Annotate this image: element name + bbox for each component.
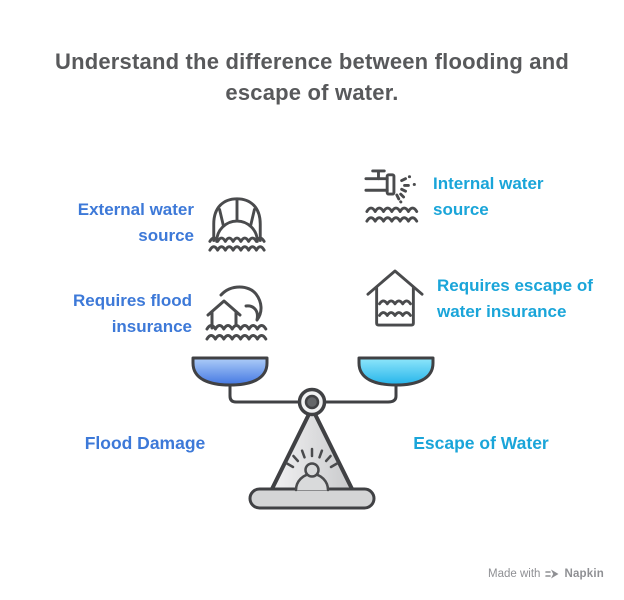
scale-gauge: [285, 447, 339, 492]
page-title: Understand the difference between floodi…: [54, 49, 570, 105]
brand-text: Napkin: [564, 568, 604, 580]
leaking-pipe-icon: [364, 169, 419, 223]
flooded-house-icon: [366, 269, 424, 327]
napkin-credit-link[interactable]: Made with Napkin: [488, 568, 604, 580]
list-item-requires-escape-of-water-insurance: Requires escape of water insurance: [366, 260, 604, 338]
list-item-internal-water-source: Internal water source: [364, 166, 600, 228]
item-label: External water source: [77, 200, 194, 245]
flood-wave-house-icon: [205, 285, 268, 341]
item-label: Requires escape of water insurance: [437, 276, 593, 321]
right-pan-label: Escape of Water: [413, 433, 549, 453]
item-label: Internal water source: [433, 174, 544, 219]
list-item-external-water-source: External water source: [38, 190, 268, 256]
napkin-logo-icon: [545, 569, 559, 579]
scale-pedestal: [248, 406, 376, 510]
flood-barrier-icon: [208, 197, 266, 252]
scale-left-pan: [191, 356, 269, 387]
scale-right-pan: [357, 356, 435, 387]
left-pan-label: Flood Damage: [84, 433, 206, 453]
made-with-text: Made with: [488, 568, 541, 580]
balance-scale-illustration: [191, 356, 435, 510]
item-label: Requires flood insurance: [72, 291, 192, 336]
scale-pivot: [297, 387, 327, 417]
list-item-requires-flood-insurance: Requires flood insurance: [38, 281, 268, 347]
